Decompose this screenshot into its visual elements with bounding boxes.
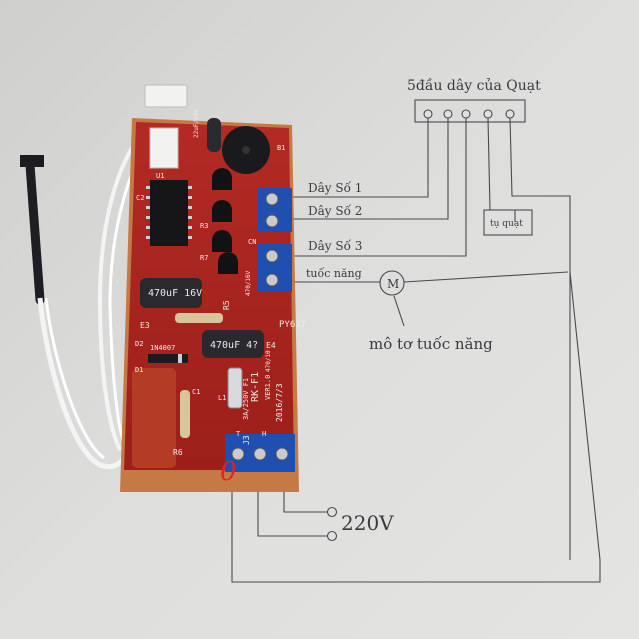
cap-e4-label: 470uF 4? (210, 340, 258, 351)
fuse-label: 3A/250V F1 (242, 378, 250, 420)
mains-terminal-2 (326, 530, 338, 542)
t-label: T (236, 430, 241, 438)
r3-label: R3 (200, 222, 208, 230)
diode (148, 354, 188, 363)
pcb: 470uF 16V 470uF 4? PY617 RK-F1 VER1.0 20… (120, 84, 306, 492)
jst-connector (144, 84, 188, 108)
c1-label: C1 (192, 388, 200, 396)
wire-3-label: Dây Số 3 (308, 238, 362, 253)
cn-label: CN (248, 238, 256, 246)
mains-wire-2 (257, 485, 327, 537)
wire-3-line (293, 118, 467, 257)
wire-2-label: Dây Số 2 (308, 203, 362, 218)
return-loop (231, 271, 601, 583)
b1-label: B1 (277, 144, 285, 152)
film-capacitor (132, 368, 176, 468)
capacitor-label: tụ quạt (490, 219, 523, 229)
mains-wire-1 (283, 485, 327, 513)
fan-header-box (414, 99, 526, 123)
e3-label: E3 (140, 321, 150, 330)
hand-drawn-wiring (231, 99, 601, 583)
cap-spec-label-1: 22uF/50V (193, 109, 200, 138)
r6-label: R6 (173, 448, 183, 457)
cap-wire-right (509, 117, 571, 560)
terminal-block-lower (225, 434, 295, 472)
j3-label: J3 (242, 435, 251, 445)
cap-e3-label: 470uF 16V (148, 288, 202, 299)
diode-label: 1N4007 (150, 344, 175, 352)
motor-pointer (393, 295, 405, 327)
capacitor-box (483, 209, 533, 236)
wire-1-line (291, 118, 429, 198)
fuse (227, 367, 243, 409)
resistor-r5 (175, 313, 223, 323)
mains-terminal-1 (326, 506, 338, 518)
h-label: H (262, 430, 266, 438)
resistor-r6 (180, 390, 190, 438)
cap-spec-label-2: 470/16V (245, 270, 252, 296)
wire-2-line (291, 118, 449, 220)
capacitor-e3 (140, 278, 202, 308)
swing-motor-wire-right (403, 271, 569, 283)
wire-1-label: Dây Số 1 (308, 180, 362, 195)
small-capacitor (207, 118, 221, 152)
r5-label: R5 (222, 300, 231, 310)
r7-label: R7 (200, 254, 208, 262)
fan-terminals (423, 109, 515, 119)
mains-label: 220V (341, 511, 394, 535)
red-annotation-mark: 0 (220, 457, 237, 487)
motor-circle (379, 270, 405, 296)
u1-label: U1 (156, 172, 164, 180)
cap-wire-left (487, 117, 491, 211)
swing-label: tuốc năng (306, 267, 362, 280)
model-label: PY617 (279, 320, 306, 330)
fan-header-label: 5đầu dây của Quạt (407, 77, 541, 94)
ic-chip (150, 180, 188, 246)
board-name: RK-F1 (250, 372, 261, 402)
cap-spec-label-3: 470/10 (265, 350, 272, 372)
d2-label: D2 (135, 340, 143, 348)
l1-label: L1 (218, 394, 226, 402)
e4-label: E4 (266, 341, 276, 350)
terminal-block-upper (258, 188, 292, 232)
motor-caption: mô tơ tuốc năng (369, 335, 493, 353)
board-date: 2016/7/3 (275, 383, 284, 422)
motor-symbol: M (387, 277, 399, 291)
terminal-block-middle (258, 244, 292, 292)
c2-label: C2 (136, 194, 144, 202)
board-version: VER1.0 (264, 375, 272, 400)
header-connector (149, 127, 179, 169)
d1-label: D1 (135, 366, 143, 374)
capacitor-e4 (202, 330, 264, 358)
